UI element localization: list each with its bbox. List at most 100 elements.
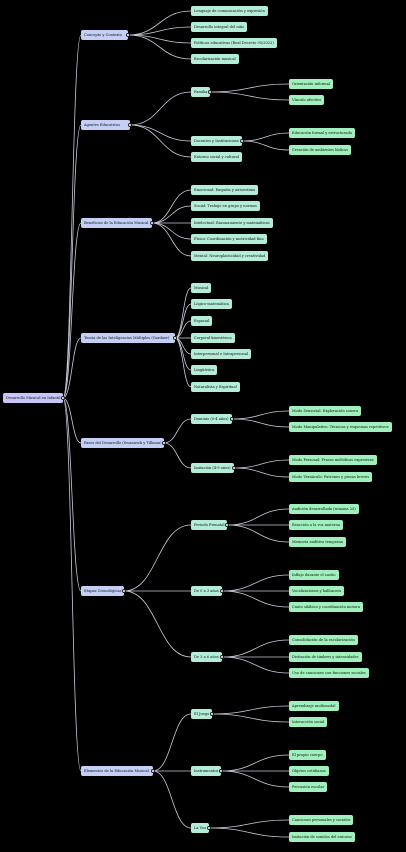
node-escolarizacion-musical[interactable]: Escolarización musical bbox=[191, 54, 239, 64]
node-fisico-coordinacion-y-motricidad-fina[interactable]: Físico: Coordinación y motricidad fina bbox=[191, 234, 267, 244]
node-consolidacion-de-la-escolarizacion[interactable]: Consolidación de la escolarización bbox=[289, 635, 358, 645]
node-interaccion-social[interactable]: Interacción social bbox=[289, 717, 328, 727]
node-el-juego-collapse-toggle[interactable] bbox=[209, 711, 215, 717]
node-educacion-formal-y-estructurada[interactable]: Educación formal y estructurada bbox=[289, 128, 355, 138]
node-lenguaje-de-comunicacion-y-expresion[interactable]: Lenguaje de comunicación y expresión bbox=[191, 6, 268, 16]
node-orientacion-informal[interactable]: Orientación informal bbox=[289, 79, 333, 89]
node-beneficios-de-la-educacion-musical[interactable]: Beneficios de la Educación Musical bbox=[81, 218, 152, 228]
node-linguistica[interactable]: Lingüística bbox=[191, 365, 218, 375]
node-beneficios-de-la-educacion-musical-collapse-toggle[interactable] bbox=[149, 220, 155, 226]
node-objetos-cotidianos[interactable]: Objetos cotidianos bbox=[289, 766, 329, 776]
node-creacion-de-ambientes-ludicos[interactable]: Creación de ambientes lúdicos bbox=[289, 145, 352, 155]
root-collapse-toggle[interactable] bbox=[60, 395, 66, 401]
edge-3-0 bbox=[174, 287, 192, 339]
edge-2-1 bbox=[151, 205, 192, 224]
node-aprendizaje-multimodal[interactable]: Aprendizaje multimodal bbox=[289, 701, 339, 711]
node-modo-manipulativo-tecnicas-y-esquemas-repetitivos[interactable]: Modo Manipulativo: Técnicas y esquemas r… bbox=[289, 422, 392, 432]
node-distincion-de-timbres-y-intensidades[interactable]: Distinción de timbres y intensidades bbox=[289, 652, 362, 662]
node-docentes-y-instituciones-collapse-toggle[interactable] bbox=[239, 138, 245, 144]
node-vinculo-afectivo[interactable]: Vínculo afectivo bbox=[289, 95, 325, 105]
node-modo-sensorial-exploracion-sonora[interactable]: Modo Sensorial: Exploración sonora bbox=[289, 406, 362, 416]
edge-4-0-0 bbox=[231, 410, 290, 420]
node-naturalista-y-espiritual[interactable]: Naturalista y Espiritual bbox=[191, 382, 240, 392]
node-desarrollo-musical-en-infantil[interactable]: Desarrollo Musical en Infantil bbox=[3, 393, 63, 403]
node-uso-de-canciones-con-funciones-sociales[interactable]: Uso de canciones con funciones sociales bbox=[289, 668, 369, 678]
node-fases-del-desarrollo-swanwick-y-tillman[interactable]: Fases del Desarrollo (Swanwick y Tillman… bbox=[81, 438, 164, 448]
node-canto-silabico-y-coordinacion-motora[interactable]: Canto silábico y coordinación motora bbox=[289, 602, 363, 612]
node-teoria-de-las-inteligencias-multiples-gardner[interactable]: Teoría de las Inteligencias Múltiples (G… bbox=[81, 333, 175, 343]
edge-root-3 bbox=[62, 337, 82, 399]
node-imitacion-4-9-anos[interactable]: Imitación (4-9 años) bbox=[191, 463, 234, 473]
node-espacial[interactable]: Espacial bbox=[191, 316, 213, 326]
edge-1-1-0 bbox=[241, 132, 290, 142]
node-periodo-prenatal-collapse-toggle[interactable] bbox=[224, 522, 230, 528]
node-la-voz[interactable]: La Voz bbox=[191, 823, 209, 833]
edge-1-2 bbox=[129, 124, 192, 158]
node-etapas-cronologicas-collapse-toggle[interactable] bbox=[121, 588, 127, 594]
edge-6-0-0 bbox=[211, 705, 290, 715]
edge-4-1-0 bbox=[233, 459, 290, 469]
node-de-3-a-6-anos[interactable]: De 3 a 6 años bbox=[191, 652, 222, 662]
node-concepto-y-contexto-collapse-toggle[interactable] bbox=[125, 32, 131, 38]
node-politicas-educativas-real-decreto-95-2022[interactable]: Políticas educativas (Real Decreto 95/20… bbox=[191, 38, 277, 48]
node-corporal-kinestesica[interactable]: Corporal-kinestésica bbox=[191, 333, 235, 343]
node-influjo-durante-el-sueno[interactable]: Influjo durante el sueño bbox=[289, 570, 339, 580]
edge-6-0 bbox=[152, 713, 192, 772]
node-emocional-empatia-y-autoestima[interactable]: Emocional: Empatía y autoestima bbox=[191, 185, 259, 195]
node-de-3-a-6-anos-collapse-toggle[interactable] bbox=[219, 654, 225, 660]
node-modo-personal-frases-melodicas-expresivas[interactable]: Modo Personal: Frases melódicas expresiv… bbox=[289, 455, 377, 465]
node-mental-neuroplasticidad-y-creatividad[interactable]: Mental: Neuroplasticidad y creatividad bbox=[191, 251, 269, 261]
edge-2-0 bbox=[151, 189, 192, 224]
edge-5-2-0 bbox=[221, 639, 290, 658]
node-vocalizaciones-y-balbuceos[interactable]: Vocalizaciones y balbuceos bbox=[289, 586, 345, 596]
node-intelectual-razonamiento-y-matematicas[interactable]: Intelectual: Razonamiento y matemáticas bbox=[191, 218, 273, 228]
node-agentes-educativos-collapse-toggle[interactable] bbox=[127, 122, 133, 128]
edge-5-2-2 bbox=[221, 656, 290, 674]
edge-3-6 bbox=[174, 337, 192, 388]
edge-5-2 bbox=[123, 590, 192, 658]
edge-6-2-1 bbox=[208, 827, 290, 838]
edge-5-0 bbox=[123, 524, 192, 592]
node-la-voz-collapse-toggle[interactable] bbox=[206, 825, 212, 831]
node-elementos-de-la-educacion-musical-collapse-toggle[interactable] bbox=[150, 768, 156, 774]
node-agentes-educativos[interactable]: Agentes Educativos bbox=[81, 120, 130, 130]
edge-5-1-2 bbox=[221, 590, 290, 608]
node-elementos-de-la-educacion-musical[interactable]: Elementos de la Educación Musical bbox=[81, 766, 153, 776]
node-imitacion-4-9-anos-collapse-toggle[interactable] bbox=[231, 465, 237, 471]
node-audicion-desarrollada-semana-25[interactable]: Audición desarrollada (semana 25) bbox=[289, 504, 359, 514]
node-modo-vernaculo-patrones-y-piezas-breves[interactable]: Modo Vernáculo: Patrones y piezas breves bbox=[289, 472, 373, 482]
edge-root-6 bbox=[62, 397, 82, 772]
node-entorno-social-y-cultural[interactable]: Entorno social y cultural bbox=[191, 152, 242, 162]
edge-1-0-0 bbox=[209, 83, 290, 93]
node-de-0-a-3-anos[interactable]: De 0 a 3 años bbox=[191, 586, 222, 596]
node-familia-collapse-toggle[interactable] bbox=[207, 89, 213, 95]
edge-root-2 bbox=[62, 222, 82, 399]
node-dominio-0-4-anos-collapse-toggle[interactable] bbox=[229, 416, 235, 422]
node-desarrollo-integral-del-nino[interactable]: Desarrollo integral del niño bbox=[191, 22, 248, 32]
node-periodo-prenatal[interactable]: Periodo Prenatal bbox=[191, 520, 228, 530]
node-instrumentos-collapse-toggle[interactable] bbox=[218, 768, 224, 774]
node-dominio-0-4-anos[interactable]: Dominio (0-4 años) bbox=[191, 414, 232, 424]
node-familia[interactable]: Familia bbox=[191, 87, 211, 97]
node-logico-matematica[interactable]: Lógico-matemática bbox=[191, 299, 232, 309]
node-memoria-auditiva-temprana[interactable]: Memoria auditiva temprana bbox=[289, 537, 346, 547]
node-instrumentos[interactable]: Instrumentos bbox=[191, 766, 222, 776]
node-el-juego[interactable]: El Juego bbox=[191, 709, 213, 719]
node-imitacion-de-sonidos-del-entorno[interactable]: Imitación de sonidos del entorno bbox=[289, 832, 355, 842]
node-interpersonal-e-intrapersonal[interactable]: Interpersonal e Intrapersonal bbox=[191, 349, 251, 359]
node-percusion-escolar[interactable]: Percusión escolar bbox=[289, 782, 328, 792]
node-etapas-cronologicas[interactable]: Etapas Cronológicas bbox=[81, 586, 124, 596]
node-musical[interactable]: Musical bbox=[191, 283, 212, 293]
node-concepto-y-contexto[interactable]: Concepto y Contexto bbox=[81, 30, 128, 40]
edge-4-0-1 bbox=[231, 418, 290, 428]
node-el-propio-cuerpo[interactable]: El propio cuerpo bbox=[289, 750, 326, 760]
node-reaccion-a-la-voz-materna[interactable]: Reacción a la voz materna bbox=[289, 520, 344, 530]
node-teoria-de-las-inteligencias-multiples-gardner-collapse-toggle[interactable] bbox=[172, 335, 178, 341]
node-fases-del-desarrollo-swanwick-y-tillman-collapse-toggle[interactable] bbox=[161, 440, 167, 446]
node-social-trabajo-en-grupo-y-normas[interactable]: Social: Trabajo en grupo y normas bbox=[191, 201, 260, 211]
node-canciones-personales-y-sociales[interactable]: Canciones personales y sociales bbox=[289, 815, 354, 825]
node-de-0-a-3-anos-collapse-toggle[interactable] bbox=[219, 588, 225, 594]
edge-6-2-0 bbox=[208, 819, 290, 829]
node-docentes-y-instituciones[interactable]: Docentes y Instituciones bbox=[191, 136, 242, 146]
